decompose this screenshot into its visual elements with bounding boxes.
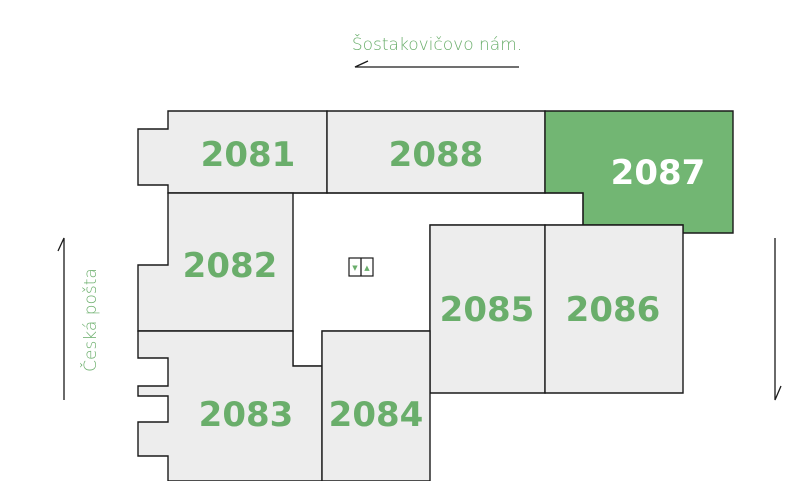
unit-2086[interactable]: 2086	[544, 224, 684, 394]
unit-2084[interactable]: 2084	[321, 330, 431, 481]
unit-2082-shape[interactable]	[137, 192, 294, 332]
arrow-down-icon	[774, 238, 782, 401]
unit-2085-shape[interactable]	[429, 224, 546, 394]
unit-2082[interactable]: 2082	[137, 192, 294, 332]
elevator-icon: ▼ ▲	[348, 257, 374, 277]
unit-2083[interactable]: 2083	[137, 330, 323, 481]
unit-2088-shape[interactable]	[326, 110, 546, 194]
unit-2088[interactable]: 2088	[326, 110, 546, 194]
elevator-down-icon: ▼	[352, 264, 358, 272]
arrow-left-icon	[354, 60, 519, 68]
unit-2085[interactable]: 2085	[429, 224, 546, 394]
unit-2084-shape[interactable]	[321, 330, 431, 481]
street-label-top: Šostakovičovo nám.	[352, 33, 522, 55]
unit-2087-shape[interactable]	[544, 110, 734, 234]
arrow-up-icon	[57, 237, 65, 400]
unit-2081[interactable]: 2081	[137, 110, 328, 194]
unit-2081-shape[interactable]	[137, 110, 328, 194]
unit-2083-shape[interactable]	[137, 330, 323, 481]
elevator-up-icon: ▲	[364, 264, 370, 272]
street-label-left: Česká pošta	[79, 268, 101, 372]
unit-2087[interactable]: 2087	[544, 110, 734, 234]
unit-2086-shape[interactable]	[544, 224, 684, 394]
